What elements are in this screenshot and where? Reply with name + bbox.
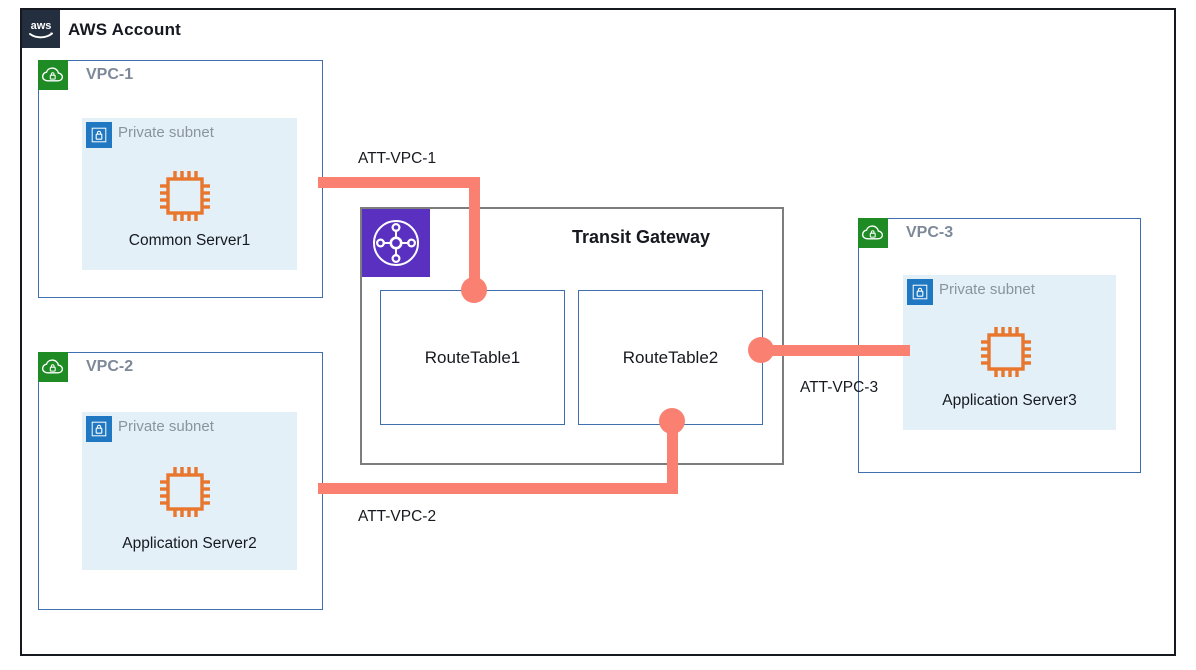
attachment-vpc-3-label: ATT-VPC-3 bbox=[800, 379, 879, 396]
vpc-1-private-subnet-label: Private subnet bbox=[118, 124, 214, 141]
svg-text:aws: aws bbox=[31, 20, 52, 32]
ec2-chip-icon bbox=[155, 166, 215, 226]
ec2-chip-icon bbox=[976, 322, 1036, 382]
attachment-vpc-2-label: ATT-VPC-2 bbox=[358, 508, 437, 525]
attachment-vpc-1-endpoint-dot bbox=[461, 277, 487, 303]
vpc-2-private-subnet-label: Private subnet bbox=[118, 418, 214, 435]
route-table-2-label: RouteTable2 bbox=[622, 347, 719, 367]
vpc-2-server-caption: Application Server2 bbox=[122, 535, 257, 552]
private-subnet-lock-icon bbox=[907, 279, 933, 305]
vpc-2-label: VPC-2 bbox=[86, 358, 134, 375]
attachment-vpc-2-line-vertical bbox=[667, 420, 678, 494]
route-table-1[interactable]: RouteTable1 bbox=[380, 290, 565, 425]
route-table-2[interactable]: RouteTable2 bbox=[578, 290, 763, 425]
aws-logo-icon: aws bbox=[22, 10, 60, 48]
vpc-1-label: VPC-1 bbox=[86, 66, 134, 83]
attachment-vpc-3-endpoint-dot bbox=[748, 337, 774, 363]
vpc-1-private-subnet bbox=[82, 118, 297, 270]
vpc-cloud-lock-icon bbox=[38, 352, 68, 382]
ec2-chip-icon bbox=[155, 462, 215, 522]
attachment-vpc-1-line-horizontal bbox=[318, 177, 480, 188]
attachment-vpc-2-endpoint-dot bbox=[659, 408, 685, 434]
private-subnet-lock-icon bbox=[86, 416, 112, 442]
transit-gateway-title: Transit Gateway bbox=[572, 227, 711, 247]
vpc-1-server-caption: Common Server1 bbox=[128, 232, 251, 249]
aws-account-title: AWS Account bbox=[68, 20, 182, 39]
route-table-1-label: RouteTable1 bbox=[424, 347, 521, 367]
vpc-2-private-subnet bbox=[82, 412, 297, 570]
attachment-vpc-1-line-vertical bbox=[469, 177, 480, 290]
attachment-vpc-2-line-horizontal bbox=[318, 483, 678, 494]
transit-gateway-hub-icon bbox=[362, 209, 430, 277]
attachment-vpc-1-label: ATT-VPC-1 bbox=[358, 150, 437, 167]
private-subnet-lock-icon bbox=[86, 122, 112, 148]
vpc-3-private-subnet bbox=[903, 275, 1116, 430]
vpc-3-label: VPC-3 bbox=[906, 224, 954, 241]
attachment-vpc-3-line-horizontal bbox=[760, 345, 910, 356]
vpc-3-private-subnet-label: Private subnet bbox=[939, 281, 1035, 298]
vpc-cloud-lock-icon bbox=[858, 218, 888, 248]
vpc-3-server-caption: Application Server3 bbox=[942, 392, 1077, 409]
vpc-cloud-lock-icon bbox=[38, 60, 68, 90]
